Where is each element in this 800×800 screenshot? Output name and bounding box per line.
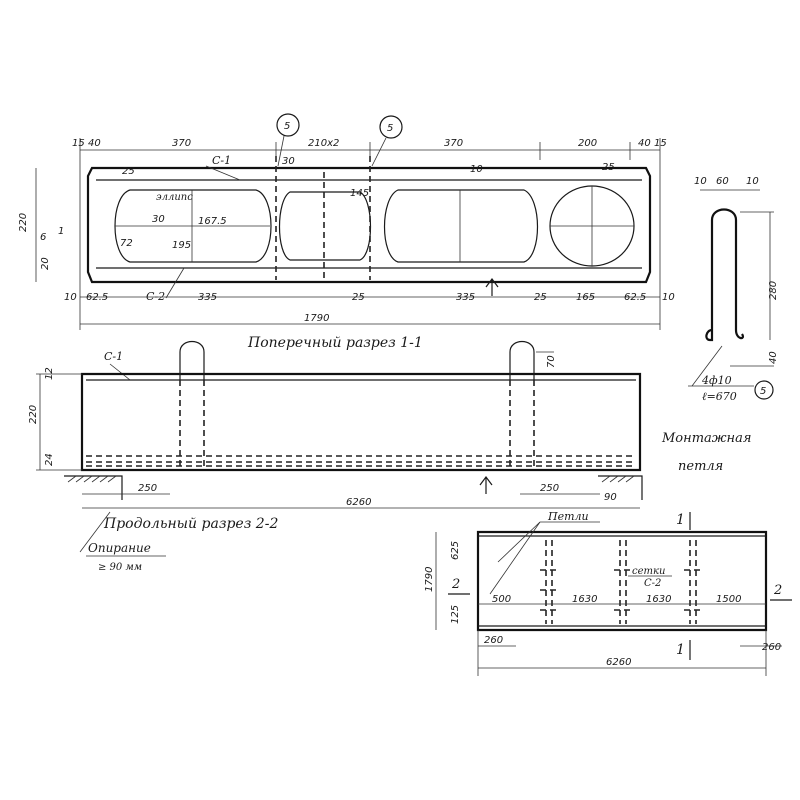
beam-height: 220 (28, 405, 39, 424)
loop-bottom-dim: 40 (768, 351, 779, 364)
plan-left-dim-0: 625 (450, 541, 461, 560)
loop-marker-circle-1 (276, 113, 300, 137)
beam-outline (80, 372, 642, 472)
overall-width: 1790 (304, 313, 329, 324)
up-arrow-icon-2 (479, 476, 493, 494)
loop-bar-length: ℓ=670 (702, 390, 737, 403)
ellipse-dim-2: 30 (152, 214, 165, 225)
plan-right-end: 260 (762, 642, 781, 653)
cross-section-1-1: 15 40 370 210х2 370 200 40 15 5 5 (18, 113, 675, 351)
hollow-2 (278, 191, 372, 261)
plan-mesh-label-2: С-2 (644, 578, 661, 589)
beam-loop-right (509, 340, 535, 380)
bottom-dim-2: 335 (198, 292, 217, 303)
hollow-3 (383, 189, 539, 263)
loop-bar-shape (705, 208, 744, 342)
plan-span-1: 1630 (572, 594, 597, 605)
support-title: Опирание (88, 541, 151, 555)
bottom-dim-7: 62.5 (624, 292, 646, 303)
plan-section-mark-right: 2 (773, 583, 782, 598)
plan-section-mark-top: 1 (676, 512, 685, 528)
plan-section-mark-left: 2 (451, 577, 460, 592)
plan-outline (476, 530, 768, 632)
loop-bar-spec: 4ф10 (701, 374, 732, 387)
left-dim-1: 1 (58, 226, 64, 237)
hollow-ellipse-1 (114, 189, 272, 263)
loop-marker-circle-2 (379, 115, 403, 139)
ellipse-dim-5: 30 (282, 156, 295, 167)
beam-bottom-dim: 24 (44, 453, 55, 466)
plan-left-end: 260 (484, 635, 503, 646)
plan-mesh-label-1: сетки (632, 566, 665, 577)
loop-marker-1: 5 (284, 121, 290, 132)
loop-dim-1: 60 (716, 176, 729, 187)
plan-width: 1790 (424, 567, 435, 592)
plan-view: 1 1 Петли сетки С-2 2 2 (424, 510, 792, 676)
plan-span-2: 1630 (646, 594, 671, 605)
bottom-dim-1: 62.5 (86, 292, 108, 303)
beam-overall-length: 6260 (346, 497, 371, 508)
top-dim-1: 40 (88, 138, 101, 149)
top-dim-2: 370 (172, 138, 191, 149)
loop-marker-2: 5 (387, 123, 393, 134)
mounting-loop-detail: 10 60 10 280 40 4ф10 ℓ=670 5 Монтажная п… (661, 176, 779, 474)
plan-left-dim-1: 125 (450, 605, 461, 624)
mesh-bottom-label: С-2 (146, 290, 165, 303)
ellipse-dim-3: 167.5 (198, 216, 227, 227)
longitudinal-section-2-2: С-1 70 220 12 24 250 250 90 6260 (28, 340, 643, 573)
loop-title-line1: Монтажная (661, 431, 751, 446)
bottom-dim-6: 165 (576, 292, 595, 303)
plan-overall-length: 6260 (606, 657, 631, 668)
loop-dim-0: 10 (694, 176, 707, 187)
section-1-1-title: Поперечный разрез 1-1 (247, 335, 423, 351)
top-dim-5: 200 (578, 138, 597, 149)
bottom-dim-8: 10 (662, 292, 675, 303)
mesh-top-label: С-1 (212, 154, 231, 167)
slab-outline (86, 166, 652, 284)
section-2-2-mesh-label: С-1 (104, 350, 123, 363)
beam-top-dim: 12 (44, 367, 55, 380)
left-dim-0: 6 (40, 232, 46, 243)
top-dim-3: 210х2 (308, 138, 339, 149)
loop-title-line2: петля (678, 459, 723, 474)
top-dim-7: 15 (654, 138, 667, 149)
section-2-2-title: Продольный разрез 2-2 (103, 516, 278, 532)
plan-span-3: 1500 (716, 594, 741, 605)
left-support-dim: 250 (138, 483, 157, 494)
plan-section-mark-bottom: 1 (676, 642, 685, 658)
ellipse-dim-1: 72 (120, 238, 133, 249)
support-note: ≥ 90 мм (98, 562, 142, 573)
up-arrow-icon (485, 278, 499, 296)
loop-detail-marker: 5 (760, 386, 766, 397)
plan-loops-label: Петли (547, 510, 589, 523)
bottom-dim-3: 25 (352, 292, 365, 303)
ellipse-dim-4: 195 (172, 240, 191, 251)
top-dim-0: 15 (72, 138, 85, 149)
ellipse-dim-0: 25 (122, 166, 135, 177)
right-support (598, 475, 643, 500)
loop-marker-circle-3 (754, 380, 774, 400)
ellipse-dim-8: 25 (602, 162, 615, 173)
top-dim-4: 370 (444, 138, 463, 149)
bottom-dim-4: 335 (456, 292, 475, 303)
section-height: 220 (18, 213, 29, 232)
loop-height: 280 (768, 281, 779, 300)
plan-span-0: 500 (492, 594, 511, 605)
top-dim-6: 40 (638, 138, 651, 149)
ellipse-label: эллипс (156, 192, 193, 203)
beam-loop-dim: 70 (546, 355, 557, 368)
support-depth-dim: 90 (604, 492, 617, 503)
beam-loop-left (179, 340, 205, 380)
ellipse-dim-6: 145 (350, 188, 369, 199)
bottom-dim-0: 10 (64, 292, 77, 303)
left-dim-2: 20 (40, 257, 51, 270)
left-support (64, 475, 123, 500)
ellipse-dim-7: 10 (470, 164, 483, 175)
loop-dim-2: 10 (746, 176, 759, 187)
right-support-dim: 250 (540, 483, 559, 494)
bottom-dim-5: 25 (534, 292, 547, 303)
